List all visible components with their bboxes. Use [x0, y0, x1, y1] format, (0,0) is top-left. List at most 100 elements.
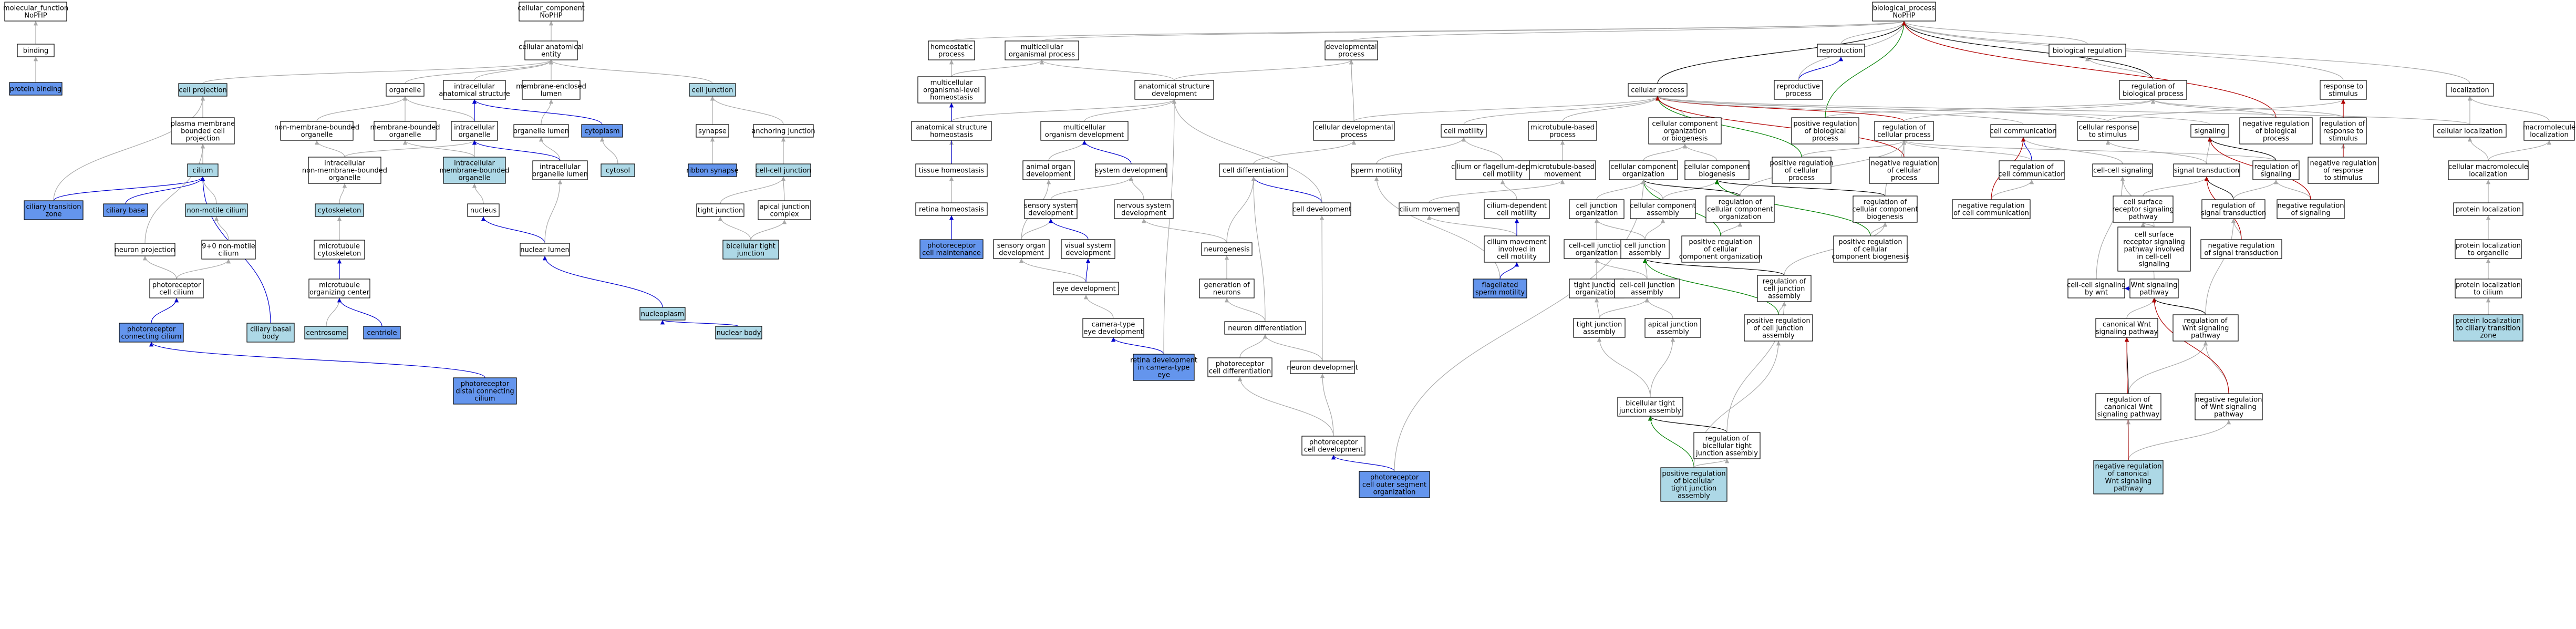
edge-homeo-to-bp — [951, 20, 1906, 42]
node-orglumen: organelle lumen — [513, 124, 569, 138]
node-label: membrane-bounded — [439, 167, 509, 175]
node-cytoplasm: cytoplasm — [581, 124, 623, 138]
edge-prconn-to-prcilium — [151, 297, 179, 324]
node-label: photoreceptor — [152, 282, 201, 290]
node-label: assembly — [1631, 289, 1663, 297]
node-label: ciliary basal — [250, 326, 291, 334]
node-box — [1774, 80, 1823, 100]
node-label: localization — [2469, 171, 2508, 179]
node-label: to ciliary transition — [2456, 325, 2520, 333]
node-label: localization — [2450, 87, 2489, 95]
edge-orglumen-to-memenclumen — [541, 99, 554, 125]
edge-regcp-to-cellproc — [1655, 96, 1905, 122]
node-box — [363, 326, 401, 339]
edge-asdev-to-devproc — [1174, 59, 1354, 81]
edge-regst-to-sigtrans — [2204, 176, 2234, 200]
node-label: negative regulation — [1870, 160, 1937, 168]
node-label: regulation of — [2212, 202, 2256, 210]
node-label: organizing center — [309, 289, 370, 297]
edge-csrspcc-to-csrsp — [2140, 222, 2155, 228]
edge-animorg-to-moorgdev — [1048, 140, 1087, 161]
edge-flagsperm-to-cmcm — [1499, 262, 1519, 280]
edge-anchjunc-to-celljunc — [710, 96, 784, 125]
node-box — [2252, 160, 2300, 180]
edge-celldev-to-celldiff — [1251, 176, 1322, 203]
node-label: apical junction — [760, 203, 810, 211]
node-label: pathway — [2214, 411, 2243, 419]
node-box — [1022, 160, 1075, 180]
node-label: component organization — [1679, 253, 1763, 261]
node-label: to stimulus — [2089, 131, 2127, 139]
node-label: of biological — [1805, 128, 1846, 136]
node-box — [2195, 393, 2263, 420]
node-label: cellular process — [1877, 131, 1931, 139]
node-label: organelle — [459, 174, 491, 182]
node-label: cell motility — [1444, 128, 1484, 136]
node-label: development — [1121, 210, 1166, 218]
node-box — [2308, 157, 2379, 184]
node-box — [1528, 121, 1597, 141]
node-retinahomeo: retina homeostasis — [915, 202, 988, 216]
edge-ninezero-to-nonmotile — [214, 216, 229, 241]
node-label: cell maintenance — [922, 250, 981, 257]
node-box — [24, 200, 84, 220]
edge-prdiff-to-neurondiff — [1239, 334, 1268, 358]
node-label: negative regulation — [2195, 396, 2262, 404]
node-box — [1853, 195, 1918, 223]
node-organelle: organelle — [386, 83, 425, 97]
node-box — [2201, 199, 2265, 219]
node-label: cell cilium — [159, 289, 193, 297]
node-label: organismal-level — [923, 87, 980, 95]
node-nuclumen: nuclear lumen — [520, 243, 570, 256]
node-label: ciliary transition — [26, 203, 81, 211]
edge-mtbased-to-cellproc — [1562, 96, 1660, 122]
node-label: in cell-cell — [2137, 253, 2171, 261]
node-label: organelle — [389, 131, 421, 139]
edge-macroloc-to-localization — [2467, 96, 2550, 122]
edge-bicelltj-to-tightjunc — [718, 216, 751, 241]
node-label: organelle — [329, 174, 361, 182]
node-label: flagellated — [1482, 282, 1518, 290]
edge-cytoplasm-to-intraanat — [472, 99, 603, 125]
node-box — [1872, 2, 1936, 22]
node-label: in camera-type — [1138, 364, 1190, 372]
node-box — [715, 326, 762, 339]
node-label: cilium movement — [1487, 239, 1546, 246]
edge-spermmot-to-cellmot — [1376, 137, 1466, 164]
node-box — [2523, 121, 2575, 141]
node-label: intracellular — [454, 83, 495, 91]
node-label: cell-cell junction — [1569, 242, 1625, 250]
node-label: signal transduction — [2174, 167, 2240, 175]
node-label: ciliary base — [106, 207, 145, 215]
edge-neuronproj-to-pmbcp — [144, 143, 205, 244]
edge-regwnt-to-wnt — [2151, 297, 2206, 315]
edge-neurogenesis-to-nsdev — [1141, 218, 1227, 243]
edge-localization-to-bp — [1901, 20, 2470, 84]
node-label: response to — [2323, 128, 2363, 136]
node-label: of signal transduction — [2204, 250, 2278, 257]
node-label: cellular component — [1652, 120, 1718, 128]
node-cproj: cell projection — [178, 83, 227, 97]
edge-moorgdev-to-asdev — [1084, 99, 1177, 122]
node-box — [915, 163, 988, 177]
node-label: process — [938, 51, 965, 59]
node-cbase: ciliary base — [103, 203, 148, 217]
node-box — [520, 243, 570, 256]
node-box — [1290, 360, 1355, 374]
node-box — [1620, 239, 1670, 259]
node-box — [386, 83, 425, 97]
node-box — [280, 121, 354, 141]
edge-eyedev-to-sodev — [1019, 258, 1087, 283]
node-box — [185, 203, 248, 217]
node-box — [2433, 124, 2507, 138]
node-label: neurogenesis — [1204, 246, 1249, 254]
